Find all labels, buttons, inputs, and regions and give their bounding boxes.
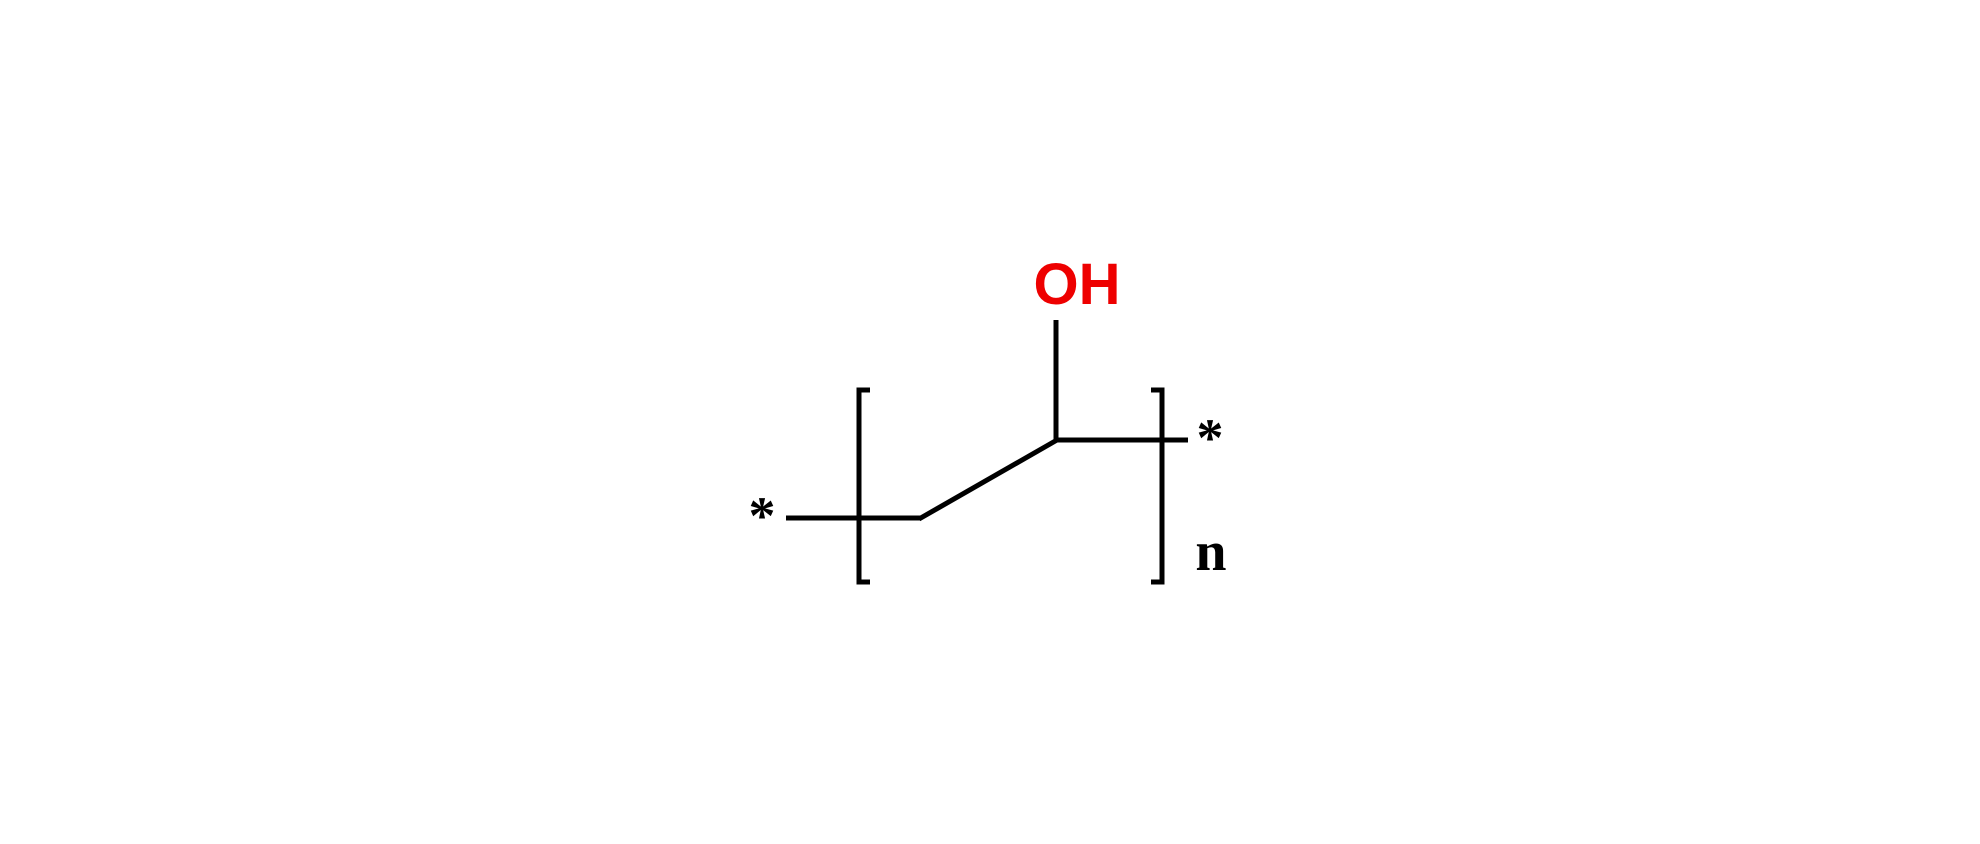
left-end-asterisk: * [749,486,776,546]
right-bracket [1151,387,1165,585]
left-bracket [856,387,870,585]
backbone-bond [917,437,1059,522]
right-end-asterisk: * [1197,408,1224,468]
hydroxyl-label: OH [1034,252,1121,317]
repeat-unit-subscript: n [1195,521,1226,583]
